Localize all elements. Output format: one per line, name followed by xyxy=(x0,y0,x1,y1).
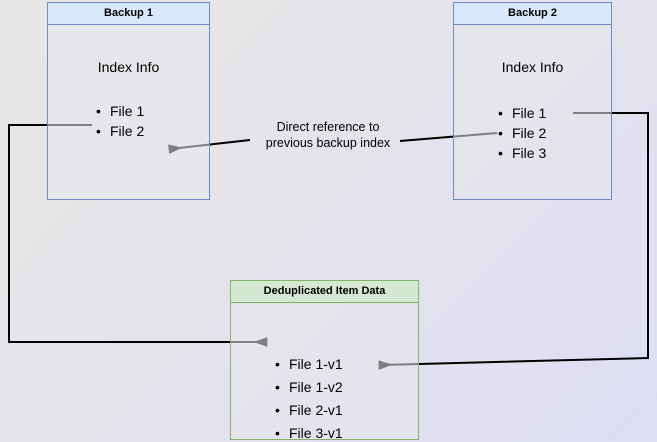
list-item: File 1 xyxy=(498,103,546,123)
node-backup-2[interactable]: Backup 2 Index Info File 1 File 2 File 3 xyxy=(453,2,612,200)
node-backup-1[interactable]: Backup 1 Index Info File 1 File 2 xyxy=(47,2,210,200)
list-item: File 1 xyxy=(96,101,144,121)
node-backup-1-section-label: Index Info xyxy=(97,59,160,75)
node-deduplicated-item-data-body: File 1-v1 File 1-v2 File 2-v1 File 3-v1 xyxy=(231,303,418,442)
edge-label-line-2: previous backup index xyxy=(265,136,391,150)
edge-label-direct-reference: Direct reference to previous backup inde… xyxy=(248,119,408,151)
node-deduplicated-item-data-file-list: File 1-v1 File 1-v2 File 2-v1 File 3-v1 xyxy=(275,353,343,442)
node-backup-1-file-list: File 1 File 2 xyxy=(96,101,144,141)
node-backup-2-section-label: Index Info xyxy=(501,59,564,75)
node-backup-2-body: Index Info File 1 File 2 File 3 xyxy=(454,25,611,199)
node-backup-2-header: Backup 2 xyxy=(454,3,611,25)
list-item: File 2-v1 xyxy=(275,399,343,422)
list-item: File 3 xyxy=(498,143,546,163)
list-item: File 2 xyxy=(96,121,144,141)
node-backup-1-header: Backup 1 xyxy=(48,3,209,25)
list-item: File 3-v1 xyxy=(275,422,343,442)
list-item: File 2 xyxy=(498,123,546,143)
node-backup-2-file-list: File 1 File 2 File 3 xyxy=(498,103,546,163)
node-backup-1-body: Index Info File 1 File 2 xyxy=(48,25,209,199)
node-deduplicated-item-data[interactable]: Deduplicated Item Data File 1-v1 File 1-… xyxy=(230,280,419,442)
node-deduplicated-item-data-header: Deduplicated Item Data xyxy=(231,281,418,303)
list-item: File 1-v2 xyxy=(275,376,343,399)
list-item: File 1-v1 xyxy=(275,353,343,376)
edge-label-line-1: Direct reference to xyxy=(276,120,380,134)
